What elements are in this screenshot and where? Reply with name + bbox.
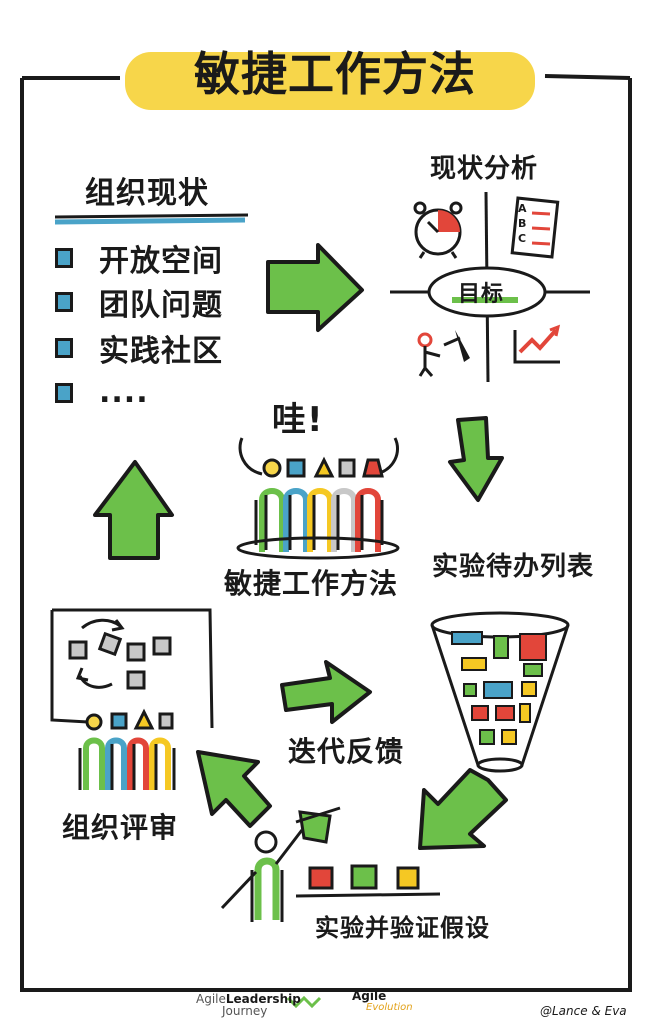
org-review-board-icon [50,608,214,729]
list-item-label: .... [99,375,149,410]
list-item: 开放空间 [55,236,223,280]
org-status-heading: 组织现状 [85,176,209,211]
arrow-right-top [266,243,364,332]
growth-chart-icon [513,324,561,364]
outer-frame [20,78,632,992]
center-exclaim: 哇! [272,400,324,440]
abc-letters: A B C [518,202,528,245]
experiment-cards-icon [295,864,441,898]
checkbox-icon [55,248,73,268]
backlog-funnel-icon [430,611,570,773]
arrow-up-left-review [196,750,272,828]
page-title: 敏捷工作方法 [194,47,476,101]
org-status-underline [54,213,249,219]
list-item-label: 团队问题 [99,288,223,323]
arrow-down-right [448,416,504,502]
agile-evolution-logo: Agile Evolution [352,989,413,1013]
checkbox-icon [55,292,73,312]
goal-ellipse [427,266,547,318]
arrow-down-left [418,768,508,850]
person-drawing-icon [417,330,470,377]
list-item-label: 实践社区 [99,334,223,369]
list-item: 实践社区 [55,326,223,370]
org-review-team-icon [78,708,176,790]
checkbox-icon [55,338,73,358]
agile-leadership-logo: AgileLeadership Journey [196,992,301,1018]
list-item-label: 开放空间 [99,244,223,279]
title-highlight [125,52,535,110]
center-label: 敏捷工作方法 [224,567,399,600]
list-item: 团队问题 [55,280,223,324]
arrow-iterate [280,660,372,724]
agile-leadership-logo-mark [286,995,322,1009]
status-analysis-heading: 现状分析 [430,154,539,184]
checkbox-icon [55,382,73,403]
backlog-label: 实验待办列表 [432,552,595,582]
experiment-label: 实验并验证假设 [315,914,490,942]
alarm-clock-icon [413,201,463,259]
frame-top-right [544,74,631,80]
credit-signature: @Lance & Eva [540,1004,627,1018]
experiment-person-icon [220,806,341,922]
abc-checklist-icon [510,196,560,259]
goal-label: 目标 [458,282,505,307]
center-team-icon [236,437,400,560]
list-item: .... [55,375,149,410]
org-review-label: 组织评审 [62,811,179,844]
arrow-up-left [93,460,174,560]
iterate-label: 迭代反馈 [288,735,405,768]
org-status-underline-blue [54,217,246,225]
